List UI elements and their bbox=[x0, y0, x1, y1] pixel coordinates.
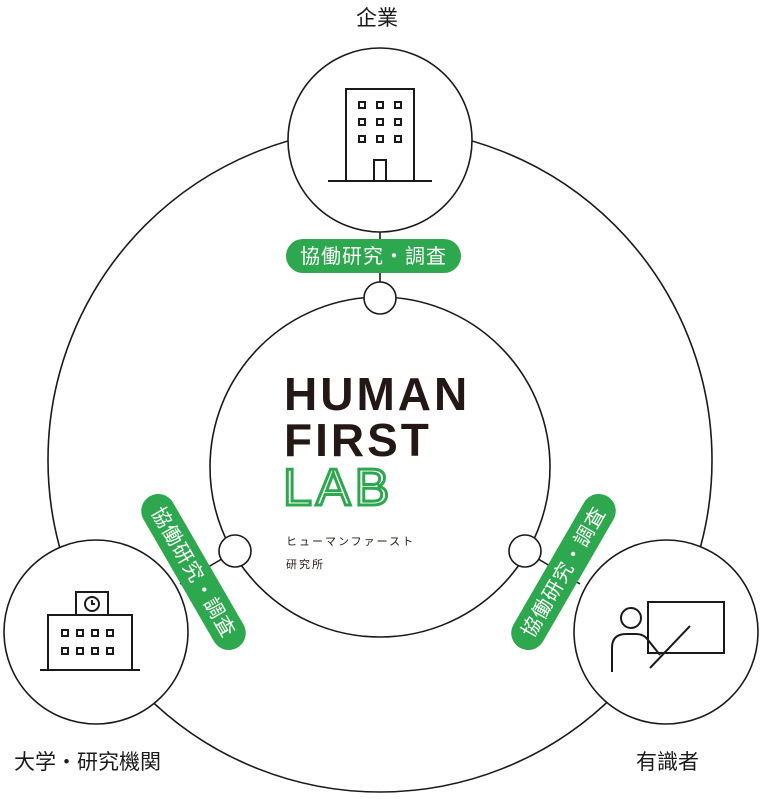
logo-line-lab: LAB bbox=[281, 459, 394, 517]
junction-dot-right bbox=[508, 534, 542, 568]
connection-pill-top: 協働研究・調査 bbox=[286, 239, 461, 273]
lecturer-icon bbox=[611, 601, 725, 672]
expert-node bbox=[573, 539, 759, 725]
junction-dot-left bbox=[218, 534, 252, 568]
logo-line-first: FIRST bbox=[284, 414, 432, 466]
school-icon bbox=[40, 591, 140, 671]
expert-label: 有識者 bbox=[636, 750, 699, 774]
company-node bbox=[287, 47, 473, 233]
university-label: 大学・研究機関 bbox=[14, 750, 161, 774]
university-node bbox=[3, 539, 189, 725]
building-icon bbox=[328, 88, 432, 182]
logo-subtitle-kanji: 研究所 bbox=[286, 558, 325, 571]
logo-subtitle-kana: ヒューマンファースト bbox=[286, 535, 416, 548]
company-label: 企業 bbox=[356, 6, 398, 30]
junction-dot-top bbox=[363, 281, 397, 315]
logo-line-human: HUMAN bbox=[284, 368, 471, 420]
